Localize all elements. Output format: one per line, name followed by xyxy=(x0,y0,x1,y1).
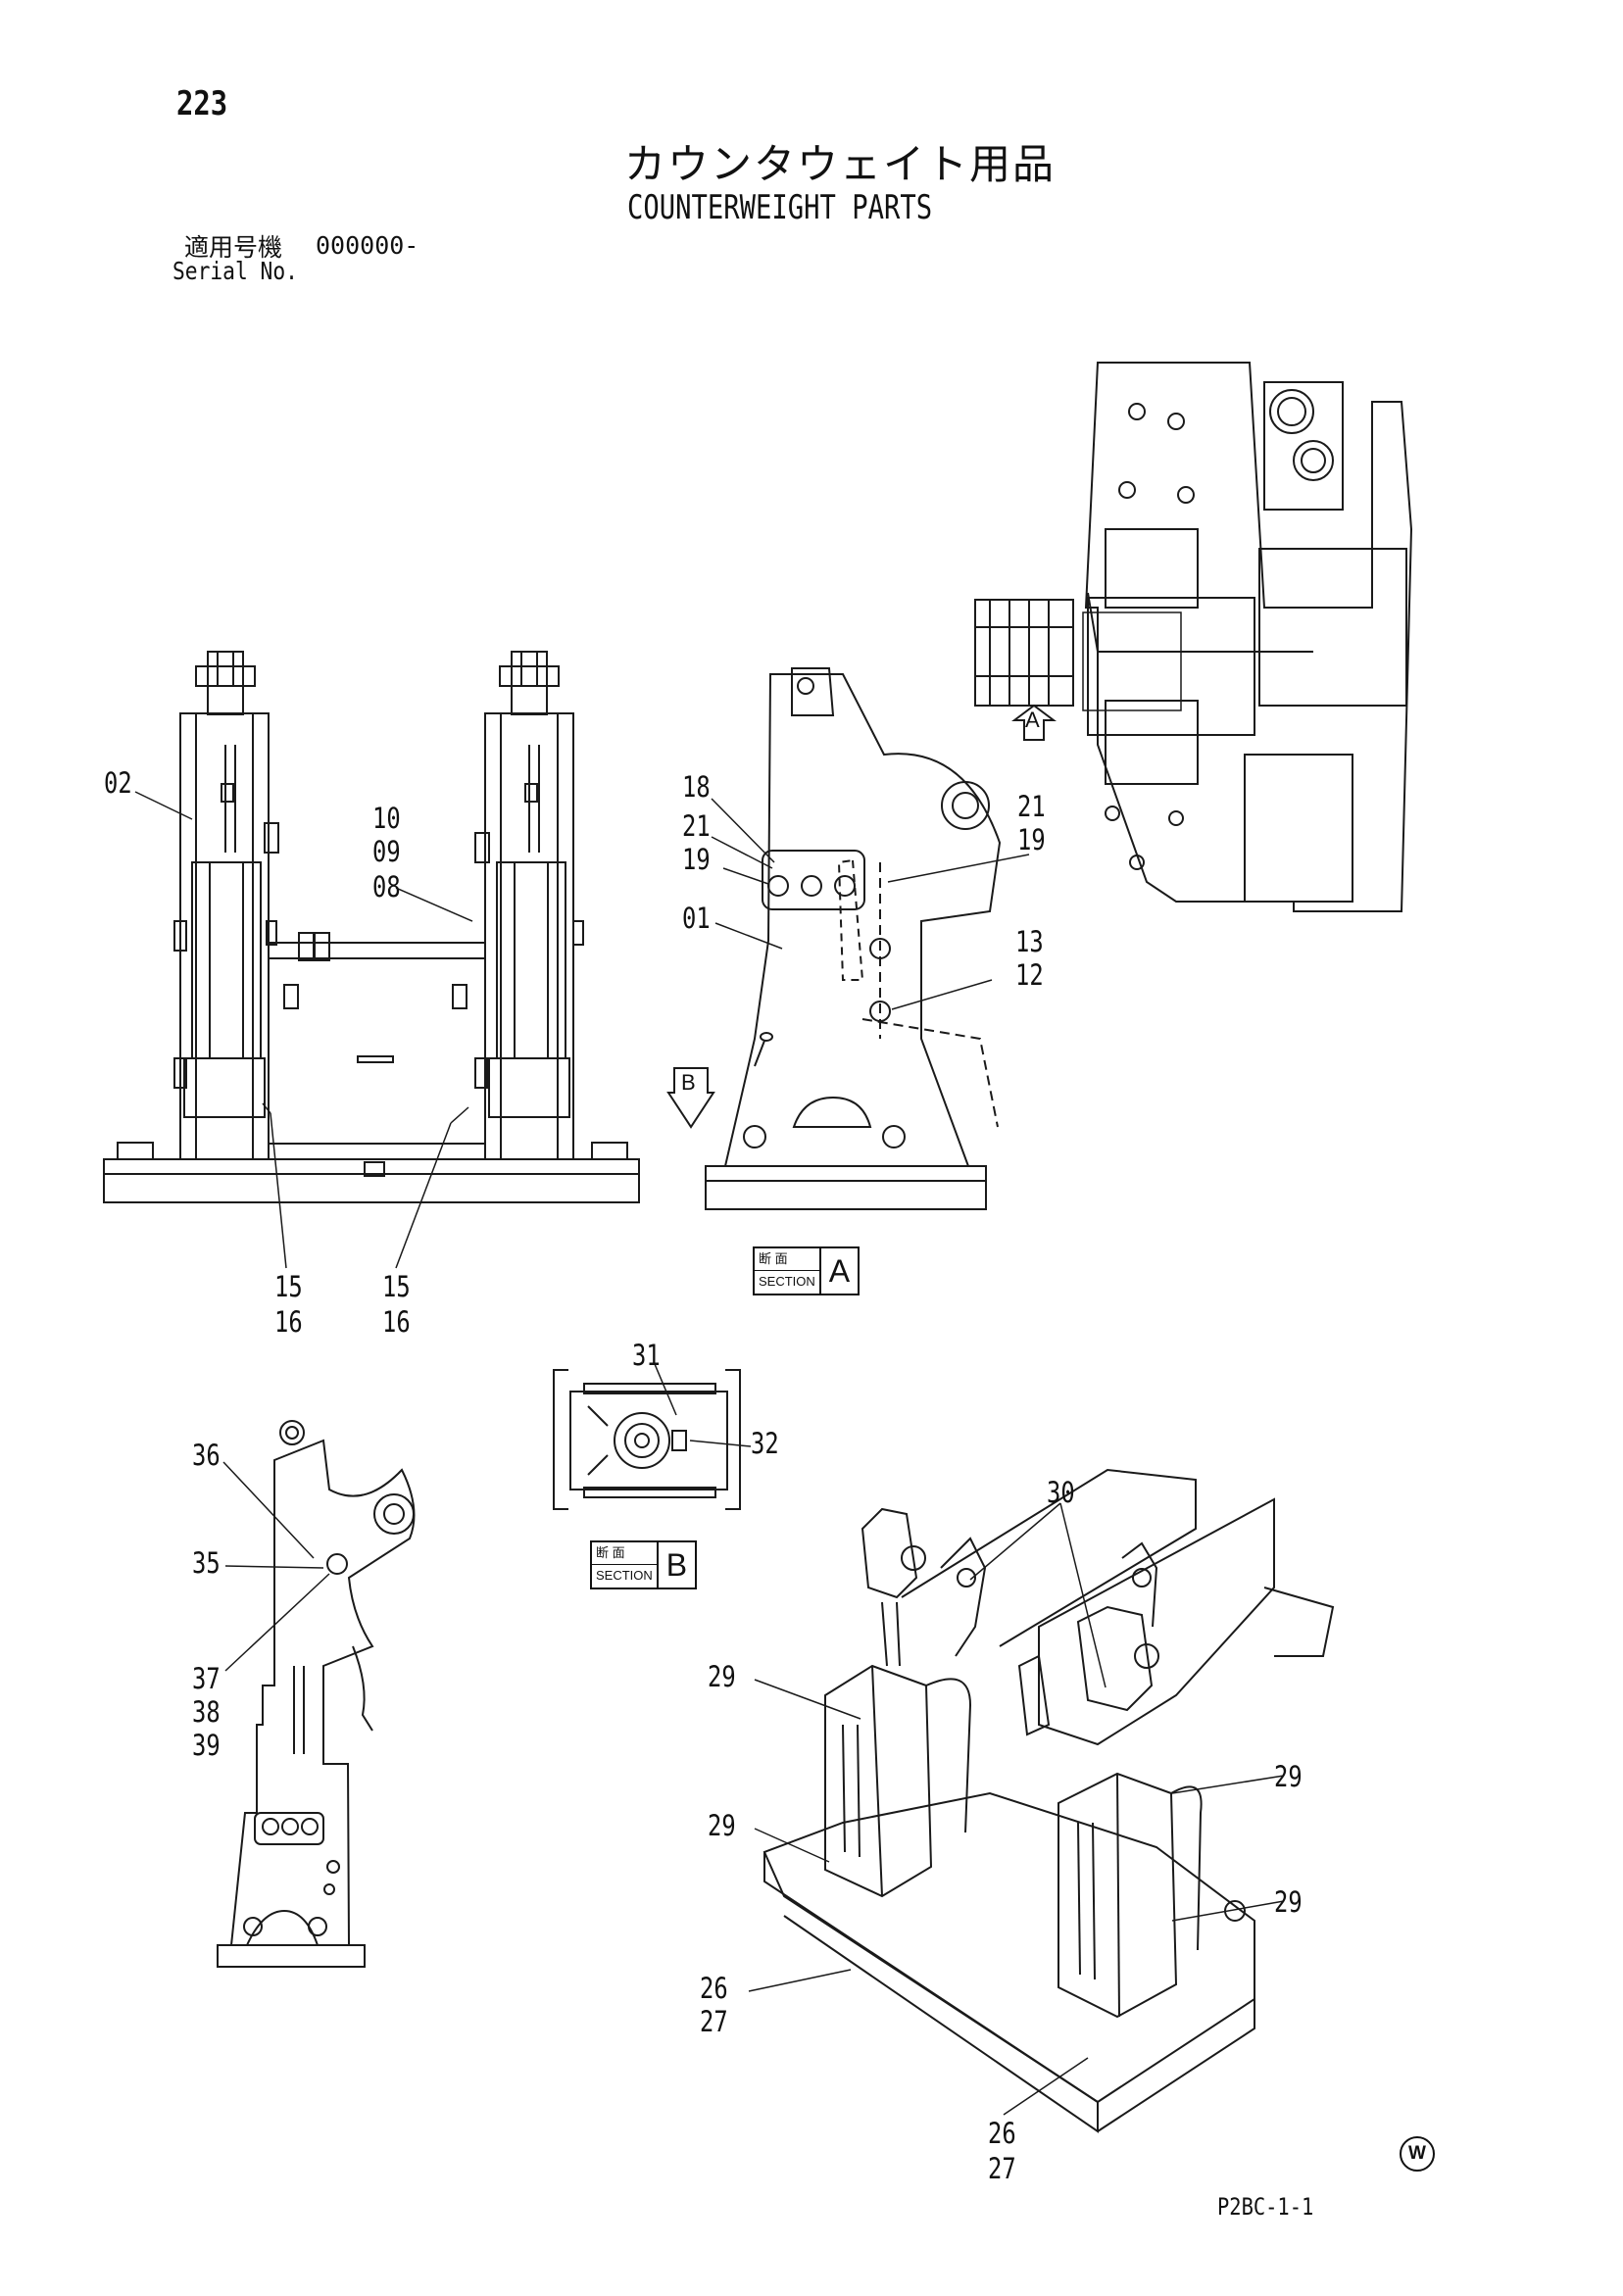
callout-10: 10 xyxy=(372,802,401,835)
section-a-en: SECTION xyxy=(755,1270,819,1293)
callout-08: 08 xyxy=(372,870,401,904)
callout-39: 39 xyxy=(192,1729,221,1762)
callout-36: 36 xyxy=(192,1439,221,1472)
callout-16-left: 16 xyxy=(274,1305,303,1339)
callout-37: 37 xyxy=(192,1662,221,1695)
callout-19-right: 19 xyxy=(1017,823,1046,856)
callout-16-right: 16 xyxy=(382,1305,411,1339)
callout-32: 32 xyxy=(751,1427,779,1460)
callout-19-left: 19 xyxy=(682,843,711,876)
callout-29-right-lower: 29 xyxy=(1274,1885,1303,1919)
section-b-en: SECTION xyxy=(592,1564,657,1587)
callout-01: 01 xyxy=(682,902,711,935)
side-column-view xyxy=(218,1421,415,1967)
callout-29-right-upper: 29 xyxy=(1274,1760,1303,1793)
callout-35: 35 xyxy=(192,1546,221,1580)
callout-27-left: 27 xyxy=(700,2005,728,2038)
callout-30: 30 xyxy=(1047,1476,1075,1509)
section-b-view xyxy=(554,1370,740,1509)
isometric-view xyxy=(764,1470,1333,2131)
callout-21-right: 21 xyxy=(1017,790,1046,823)
callout-26-right: 26 xyxy=(988,2117,1016,2150)
watermark-symbol: W xyxy=(1400,2136,1435,2172)
callout-02: 02 xyxy=(104,766,132,800)
callout-13: 13 xyxy=(1015,925,1044,958)
callout-27-right: 27 xyxy=(988,2152,1016,2185)
title-japanese: カウンタウェイト用品 xyxy=(624,140,1057,188)
view-arrow-b xyxy=(668,1068,713,1127)
callout-31: 31 xyxy=(632,1339,661,1372)
callout-18: 18 xyxy=(682,770,711,804)
callout-15-left: 15 xyxy=(274,1270,303,1303)
section-a-box: 断 面 SECTION A xyxy=(753,1246,861,1295)
leader-lines xyxy=(135,792,1284,2115)
section-b-jp: 断 面 xyxy=(596,1545,625,1560)
view-arrow-b-label: B xyxy=(681,1070,696,1095)
front-view xyxy=(104,652,639,1202)
callout-15-right: 15 xyxy=(382,1270,411,1303)
view-arrow-a xyxy=(1014,706,1054,740)
serial-label-japanese: 適用号機 xyxy=(184,233,283,262)
callout-38: 38 xyxy=(192,1695,221,1729)
section-b-letter: B xyxy=(665,1547,688,1583)
callout-26-left: 26 xyxy=(700,1972,728,2005)
callout-21-left: 21 xyxy=(682,809,711,843)
section-a-jp: 断 面 xyxy=(759,1251,788,1266)
callout-29-left-upper: 29 xyxy=(708,1660,736,1693)
section-b-box: 断 面 SECTION B xyxy=(590,1540,698,1589)
view-arrow-a-label: A xyxy=(1025,708,1040,732)
title-english: COUNTERWEIGHT PARTS xyxy=(627,188,933,227)
page-number: 223 xyxy=(176,84,228,123)
callout-12: 12 xyxy=(1015,958,1044,992)
drawing-code: P2BC-1-1 xyxy=(1217,2193,1314,2221)
serial-label-english: Serial No. xyxy=(172,257,298,285)
callout-29-left-lower: 29 xyxy=(708,1809,736,1842)
section-a-letter: A xyxy=(828,1253,851,1289)
serial-value: 000000- xyxy=(316,231,419,260)
section-a-view xyxy=(706,668,1000,1209)
plan-view xyxy=(975,363,1411,911)
callout-09: 09 xyxy=(372,835,401,868)
